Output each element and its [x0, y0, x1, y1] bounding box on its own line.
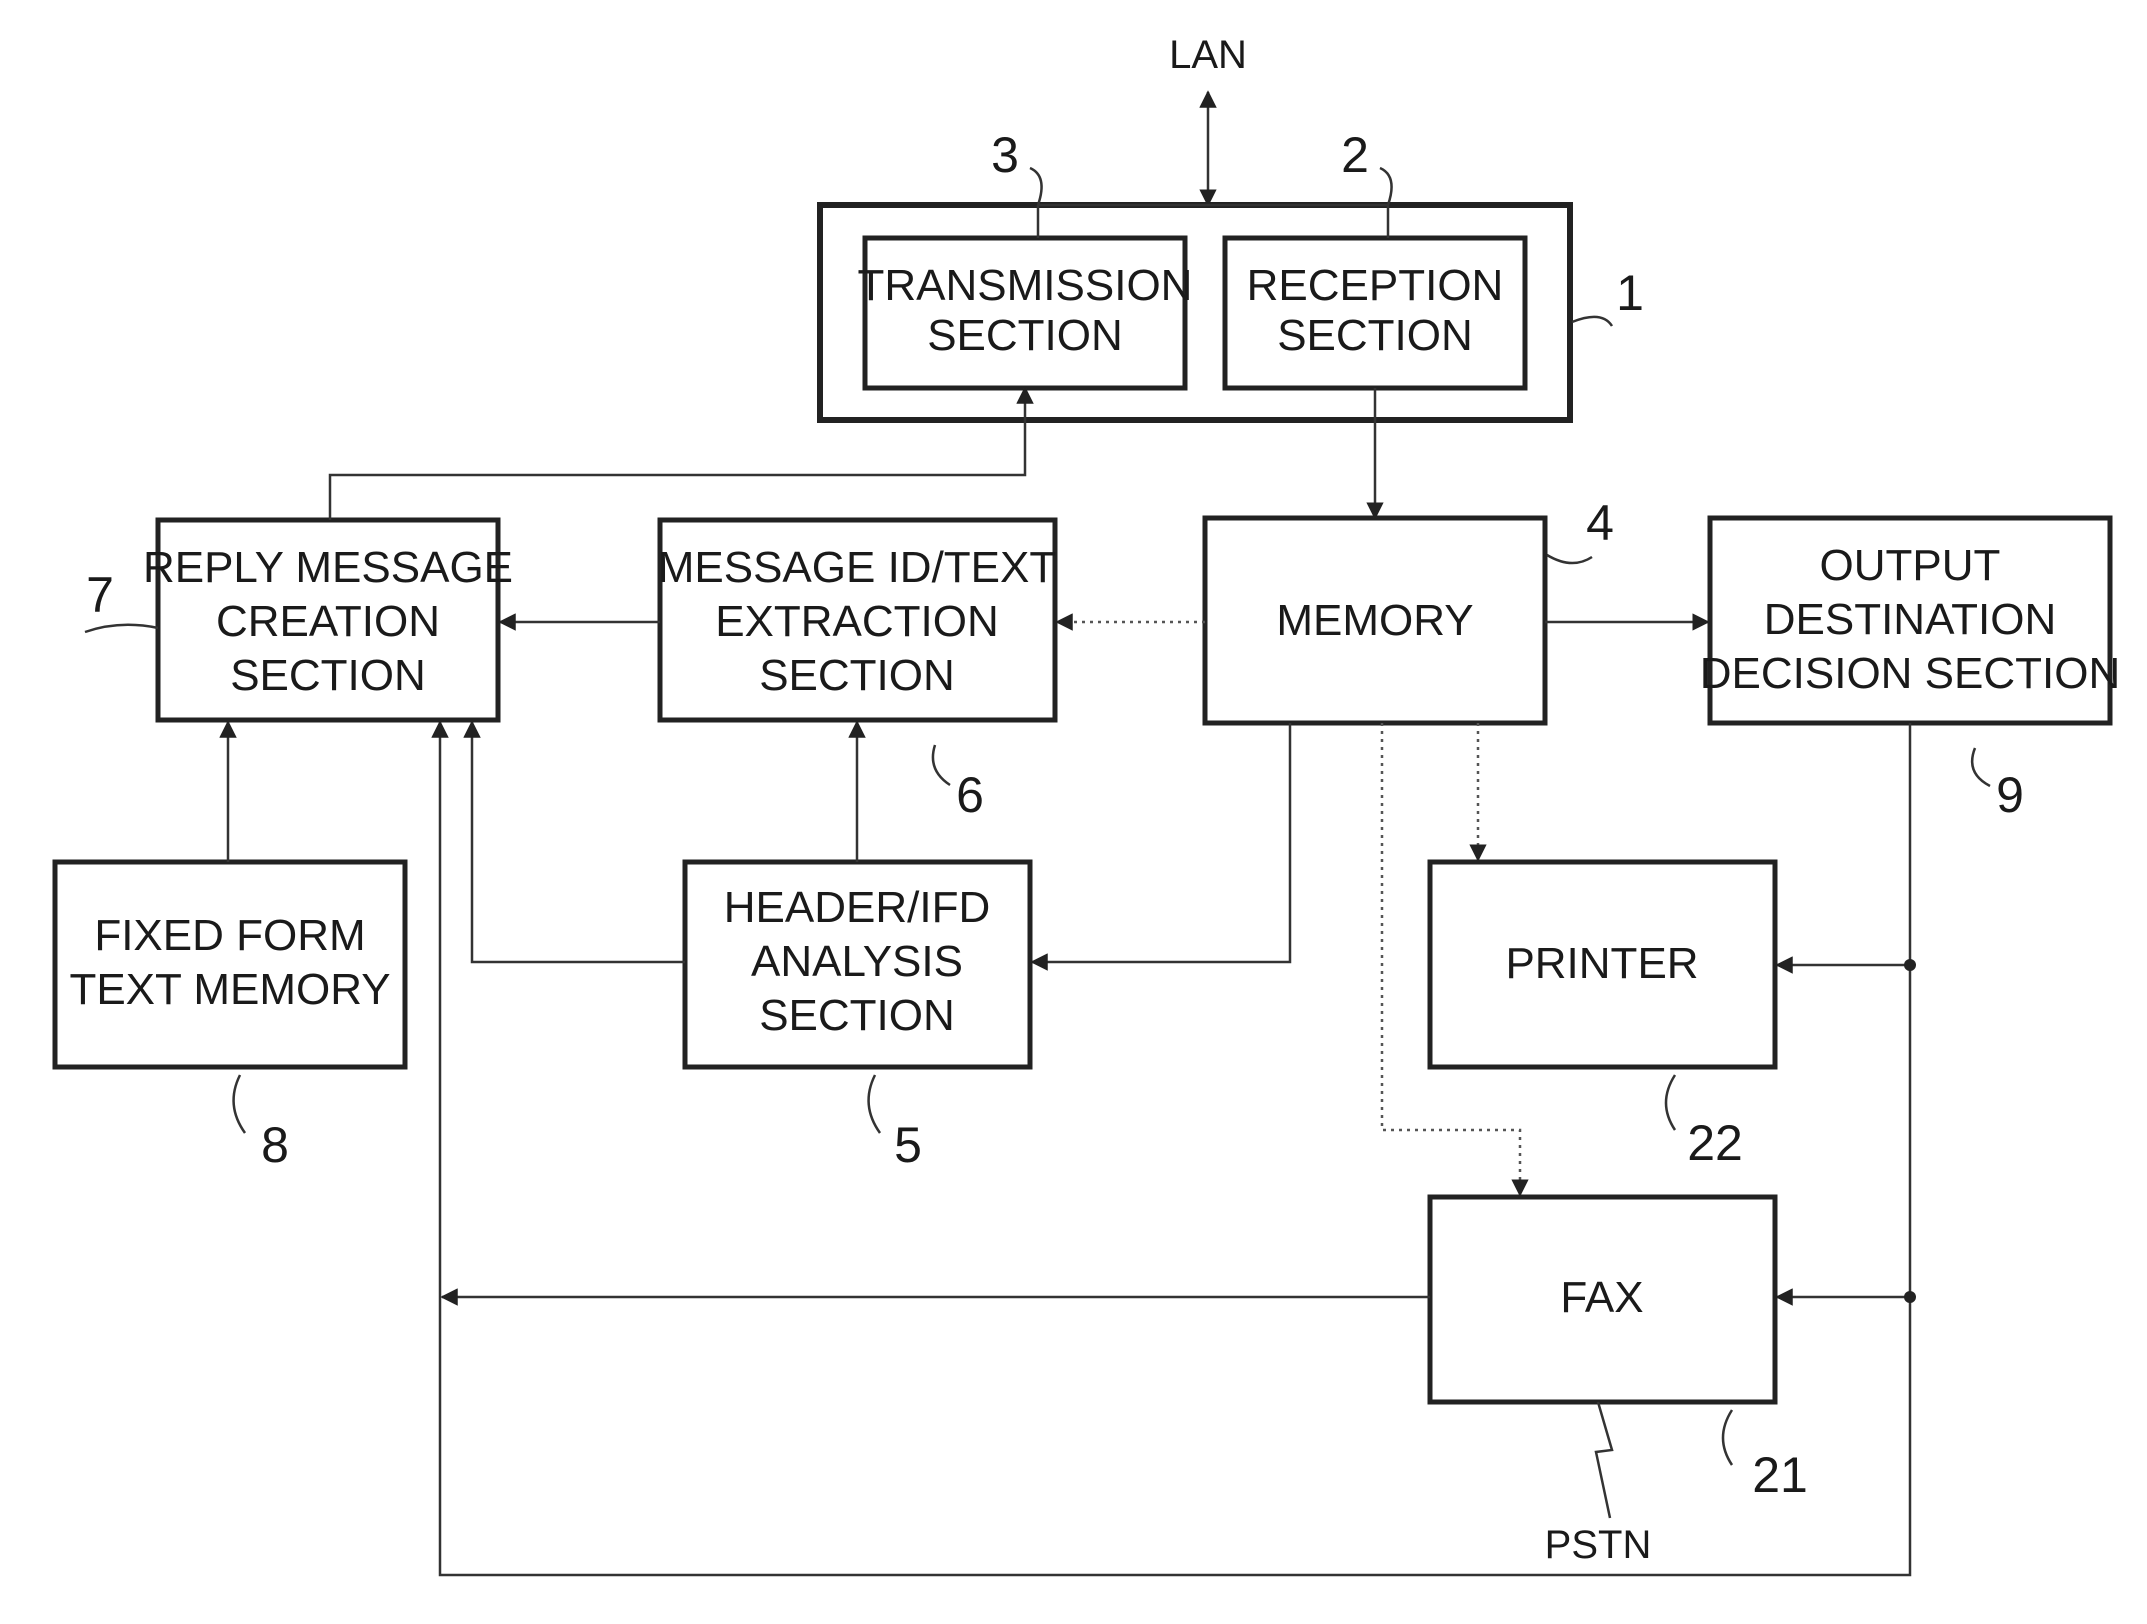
ref-7: 7: [86, 567, 114, 623]
memory-label: MEMORY: [1276, 596, 1473, 645]
ref-3-leader: [1030, 168, 1042, 205]
extraction-label-2: EXTRACTION: [715, 597, 999, 646]
ref-9: 9: [1996, 767, 2024, 823]
fixed-form-label-2: TEXT MEMORY: [69, 965, 390, 1014]
pstn-label: PSTN: [1545, 1523, 1652, 1567]
ref-22: 22: [1687, 1115, 1743, 1171]
reception-section-label-1: RECEPTION: [1247, 261, 1504, 310]
ref-6: 6: [956, 767, 984, 823]
ref-8: 8: [261, 1117, 289, 1173]
extraction-label-1: MESSAGE ID/TEXT: [658, 543, 1057, 592]
header-analysis-label-2: ANALYSIS: [751, 937, 963, 986]
reception-section-label-2: SECTION: [1277, 311, 1473, 360]
fax-label: FAX: [1560, 1273, 1643, 1322]
ref-4: 4: [1586, 495, 1614, 551]
output-destination-label-3: DECISION SECTION: [1700, 649, 2121, 698]
output-destination-label-1: OUTPUT: [1820, 541, 2001, 590]
ref-4-leader: [1547, 555, 1592, 563]
reply-to-transmission-arrow: [330, 388, 1025, 520]
ref-1: 1: [1616, 265, 1644, 321]
pstn-link: [1596, 1402, 1612, 1518]
header-analysis-label-1: HEADER/IFD: [724, 883, 990, 932]
ref-22-leader: [1666, 1075, 1675, 1130]
header-analysis-label-3: SECTION: [759, 991, 955, 1040]
ref-21-leader: [1723, 1410, 1732, 1465]
fixed-form-label-1: FIXED FORM: [94, 911, 365, 960]
output-destination-label-2: DESTINATION: [1764, 595, 2057, 644]
reply-message-label-1: REPLY MESSAGE: [143, 543, 513, 592]
transmission-section-label-1: TRANSMISSION: [858, 261, 1193, 310]
ref-2: 2: [1341, 127, 1369, 183]
reply-message-label-2: CREATION: [216, 597, 440, 646]
ref-5-leader: [869, 1075, 880, 1133]
ref-6-leader: [933, 745, 950, 785]
ref-1-leader: [1572, 317, 1612, 326]
ref-2-leader: [1380, 168, 1392, 205]
ref-3: 3: [991, 127, 1019, 183]
fax-junction-dot: [1904, 1291, 1916, 1303]
reply-message-label-3: SECTION: [230, 651, 426, 700]
lan-label: LAN: [1169, 33, 1247, 77]
header-to-reply-arrow: [472, 722, 685, 962]
extraction-label-3: SECTION: [759, 651, 955, 700]
ref-5: 5: [894, 1117, 922, 1173]
printer-junction-dot: [1904, 959, 1916, 971]
ref-9-leader: [1972, 748, 1990, 786]
ref-21: 21: [1752, 1447, 1808, 1503]
ref-7-leader: [85, 625, 158, 632]
ref-8-leader: [234, 1075, 245, 1133]
transmission-section-label-2: SECTION: [927, 311, 1123, 360]
memory-to-header-arrow: [1032, 723, 1290, 962]
printer-label: PRINTER: [1505, 939, 1698, 988]
